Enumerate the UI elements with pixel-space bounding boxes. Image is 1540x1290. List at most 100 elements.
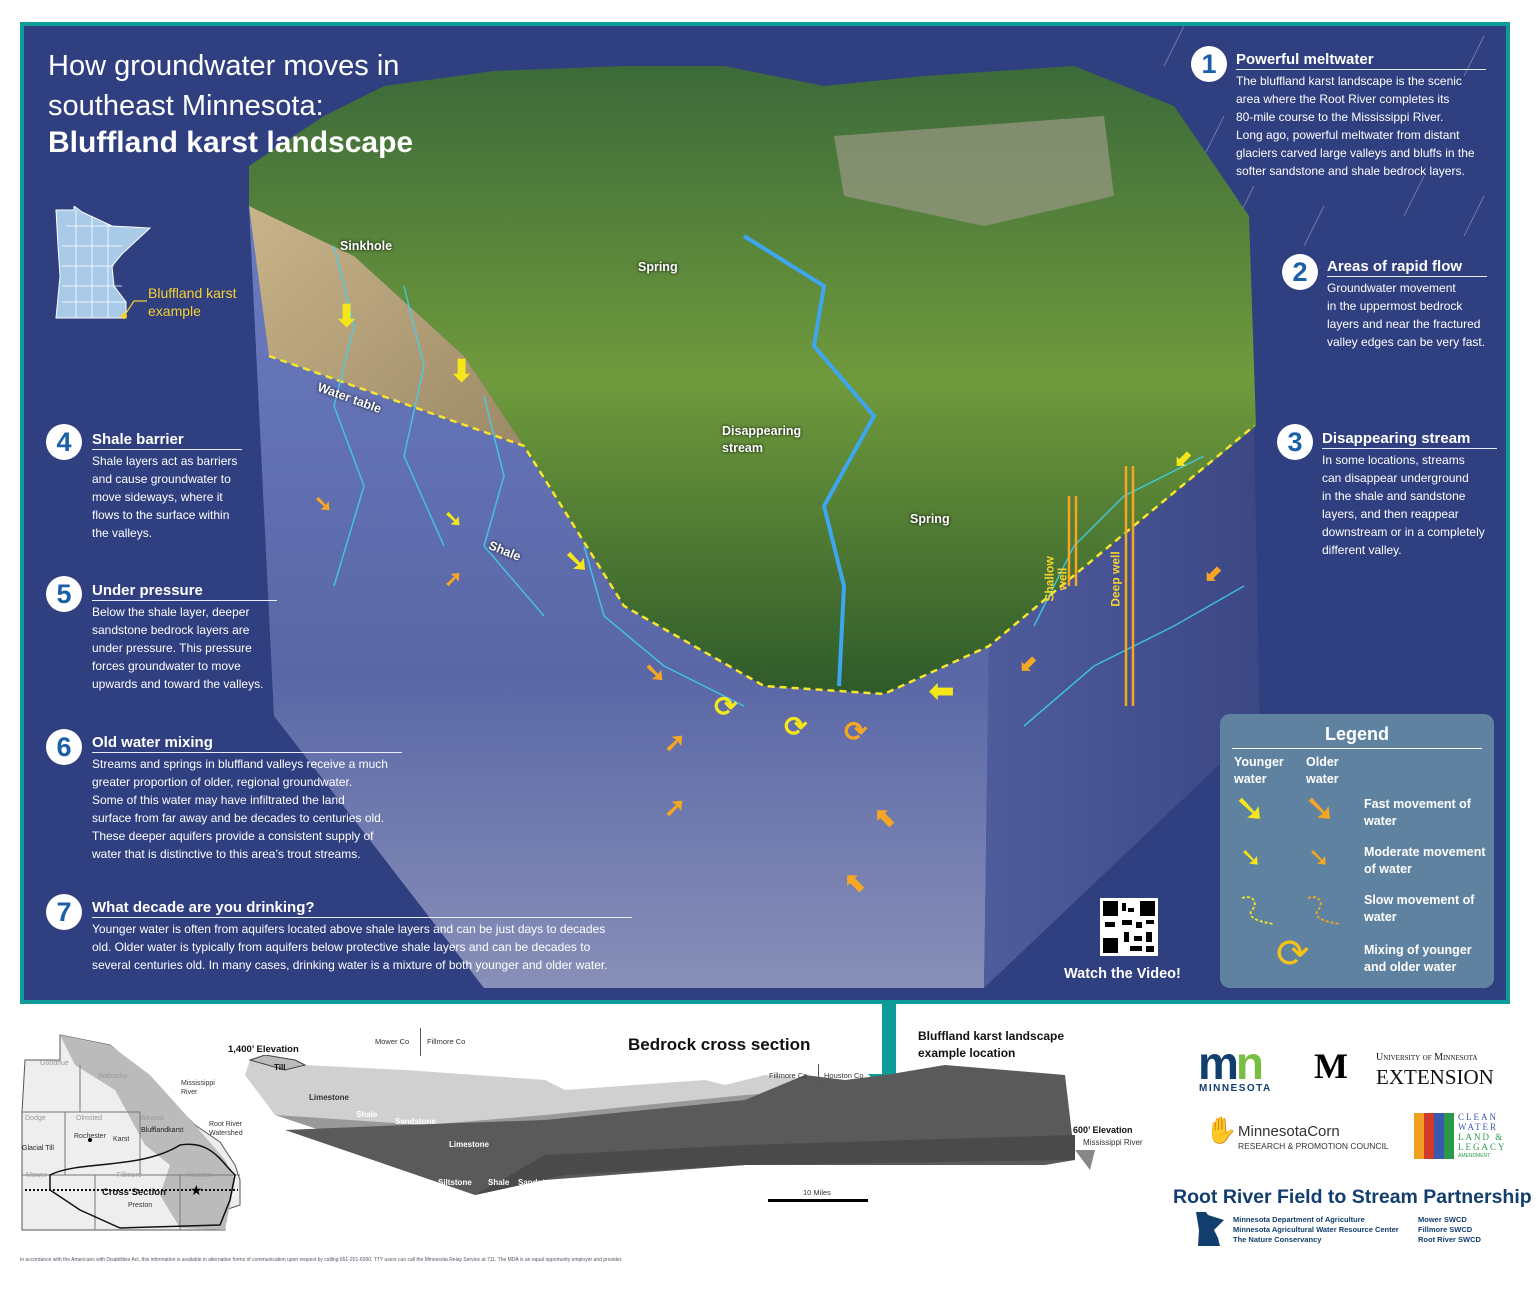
moderate-older-arrow-icon: ➘ <box>1308 842 1330 872</box>
legend-row-line: Fast movement of <box>1364 797 1471 811</box>
poster-panel: ⬇ ⬇ ➘ ⬅ ⬋ ➘ ➘ ➚ ➘ ➚ ➚ ⬉ ⬉ ⬋ ⬋ ⟳ ⟳ ⟳ How … <box>20 22 1510 1004</box>
partner-name: The Nature Conservancy <box>1233 1235 1322 1244</box>
section-text-line: layers and near the fractured <box>1327 317 1481 331</box>
section-text-line: valley edges can be very fast. <box>1327 335 1486 349</box>
mixing-icon: ⟳ <box>1276 932 1310 976</box>
umn-text: University of Minnesota <box>1376 1052 1478 1063</box>
section-text-line: downstream or in a completely <box>1322 525 1485 539</box>
cross-section-diagram <box>245 1055 1095 1195</box>
section-number-badge: 5 <box>46 576 82 612</box>
section-text-line: different valley. <box>1322 543 1402 557</box>
moderate-younger-arrow-icon: ➘ <box>444 506 462 531</box>
moderate-younger-arrow-icon: ➘ <box>1240 842 1262 872</box>
section-text-line: water that is distinctive to this area’s… <box>92 847 361 861</box>
section-text-line: in the shale and sandstone <box>1322 489 1466 503</box>
section-7: What decade are you drinking?Younger wat… <box>92 899 632 974</box>
cross-section-label: Till <box>274 1063 286 1072</box>
legend-row-line: and older water <box>1364 960 1457 974</box>
map-label: Preston <box>128 1202 153 1209</box>
title-line-2: southeast Minnesota: <box>48 90 324 122</box>
umn-block-m-logo: M <box>1314 1046 1348 1086</box>
cross-section-label: Bluffland karst landscape <box>918 1029 1065 1043</box>
section-text-line: the valleys. <box>92 526 153 540</box>
extension-text: EXTENSION <box>1376 1065 1494 1089</box>
corn-hand-icon: ✋ <box>1205 1115 1238 1145</box>
title-line-1: How groundwater moves in <box>48 50 400 82</box>
inset-map-label: Bluffland karst example <box>148 284 236 320</box>
map-label: Dodge <box>25 1115 46 1122</box>
section-text-line: and cause groundwater to <box>92 472 231 486</box>
stream <box>742 234 877 687</box>
qr-code[interactable] <box>1100 898 1158 956</box>
cross-section-label: Fillmore Co <box>769 1071 808 1080</box>
legend-col-line: Older <box>1306 755 1339 769</box>
mixing-icon: ⟳ <box>714 691 738 722</box>
section-text-line: forces groundwater to move <box>92 659 241 673</box>
cross-section-label: 600’ Elevation <box>1073 1125 1133 1135</box>
inset-label-line: Bluffland karst <box>148 285 237 301</box>
map-label: Watershed <box>209 1130 243 1137</box>
section-text-line: In some locations, streams <box>1322 453 1465 467</box>
map-label-cross-section: Cross Section <box>102 1187 166 1198</box>
locator-map: ★ <box>21 1034 241 1231</box>
section-text-line: 80-mile course to the Mississippi River. <box>1236 110 1444 124</box>
moderate-older-arrow-icon: ➘ <box>314 491 332 516</box>
older-arrow-icon: ➚ <box>664 792 686 822</box>
water-table-line <box>268 354 1255 696</box>
section-heading: Shale barrier <box>92 431 242 450</box>
cross-section-label: 10 Miles <box>803 1188 831 1197</box>
clean-water-logo <box>1414 1113 1454 1159</box>
map-label: Glacial Till <box>22 1145 54 1152</box>
location-star-icon: ★ <box>190 1182 203 1198</box>
fast-younger-arrow-icon: ⬇ <box>334 300 359 333</box>
section-text-line: area where the Root River completes its <box>1236 92 1450 106</box>
map-label: Goodhue <box>40 1060 69 1067</box>
legend-col-line: water <box>1234 772 1267 786</box>
partner-name: Fillmore SWCD <box>1418 1225 1473 1234</box>
map-label: Mississippi <box>181 1080 215 1087</box>
cross-section-label: Shale <box>488 1178 510 1187</box>
cross-section-label: Limestone <box>309 1093 350 1102</box>
section-text-line: several centuries old. In many cases, dr… <box>92 958 608 972</box>
map-label: Blufflandkarst <box>141 1127 184 1134</box>
clean-water-text: LAND & <box>1458 1132 1505 1142</box>
flow-arrows: ⬇ ⬇ ➘ ⬅ ⬋ ➘ ➘ ➚ ➘ ➚ ➚ ⬉ ⬉ ⬋ ⬋ ⟳ ⟳ ⟳ <box>314 300 1222 897</box>
section-text-line: in the uppermost bedrock <box>1327 299 1463 313</box>
minnesota-silhouette-icon <box>1196 1212 1224 1246</box>
watch-video-link[interactable]: Watch the Video! <box>1064 966 1181 982</box>
section-text-line: The bluffland karst landscape is the sce… <box>1236 74 1462 88</box>
section-heading: Areas of rapid flow <box>1327 258 1487 277</box>
moderate-older-arrow-icon: ➚ <box>444 566 462 591</box>
right-rock-face <box>984 426 1260 988</box>
section-number-badge: 3 <box>1277 424 1313 460</box>
scale-bar <box>768 1199 868 1202</box>
section-heading: What decade are you drinking? <box>92 899 632 918</box>
section-text-line: Long ago, powerful meltwater from distan… <box>1236 128 1460 142</box>
legend-title: Legend <box>1324 724 1389 744</box>
section-text-line: under pressure. This pressure <box>92 641 252 655</box>
map-label: River <box>181 1089 198 1096</box>
legend-row-line: water <box>1364 910 1397 924</box>
partnership-title: Root River Field to Stream Partnership <box>1173 1186 1532 1208</box>
fast-younger-arrow-icon: ⬅ <box>929 675 954 708</box>
section-text-line: Groundwater movement <box>1327 281 1456 295</box>
fast-younger-arrow-icon: ➘ <box>564 545 589 578</box>
section-text-line: greater proportion of older, regional gr… <box>92 775 353 789</box>
section-heading: Under pressure <box>92 582 277 601</box>
section-heading: Old water mixing <box>92 734 402 753</box>
cross-section-label: Limestone <box>449 1140 490 1149</box>
legend-row-line: of water <box>1364 862 1412 876</box>
cross-section-label: 1,400’ Elevation <box>228 1044 299 1055</box>
mixing-icon: ⟳ <box>844 716 868 747</box>
section-text-line: glaciers carved large valleys and bluffs… <box>1236 146 1475 160</box>
older-arrow-icon: ➚ <box>664 727 686 757</box>
section-text-line: old. Older water is typically from aquif… <box>92 940 591 954</box>
